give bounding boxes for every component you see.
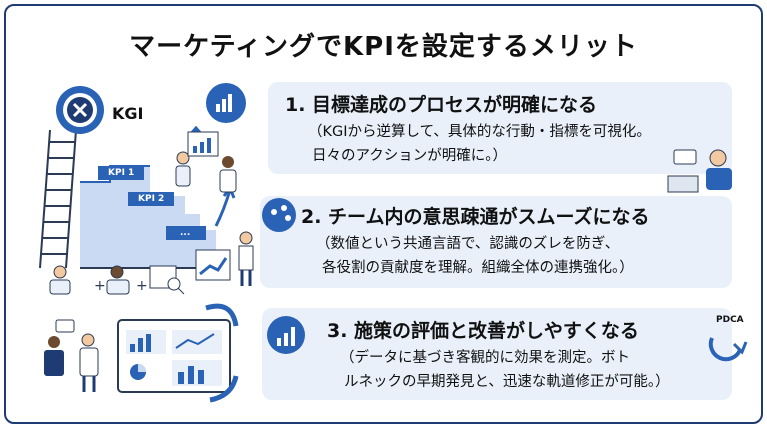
benefit-panel-3 [262,308,732,400]
kgi-label: KGI [112,104,144,123]
ladder-icon [39,129,77,269]
benefit-desc-2-line1: （数値という共通言語で、認識のズレを防ぎ、 [316,236,620,252]
benefit-desc-2-line2: 各役割の貢献度を理解。組織全体の連携強化。） [322,260,634,276]
benefit-panel-2 [260,196,732,288]
benefit-desc-3-line1: （データに基づき客観的に効果を測定。ボト [340,350,630,366]
benefit-title-1: 1. 目標達成のプロセスが明確になる [285,94,598,116]
benefit-title-3: 3. 施策の評価と改善がしやすくなる [327,320,639,342]
cycle-arrow-icon [205,303,239,327]
benefit-desc-3-line2: ルネックの早期発見と、迅速な軌道修正が可能。） [344,374,670,390]
benefit-title-2: 2. チーム内の意思疎通がスムーズになる [301,206,650,228]
kpi-2-tag: KPI 2 [138,194,165,204]
chart-board-icon [187,131,219,157]
kpi-more-tag: ... [180,228,191,238]
kpi-1-tag: KPI 1 [108,168,135,178]
svg-text:+: + [136,278,148,294]
team-badge-icon [262,198,296,232]
discussion-icon [44,319,99,392]
kgi-target-icon [56,86,104,134]
benefit-panel-1 [268,82,732,174]
benefit-desc-1-line1: （KGIから逆算して、具体的な行動・指標を可視化。 [308,124,651,140]
person-icon [175,151,237,193]
svg-text:+: + [94,278,106,294]
benefit-desc-1-line2: 日々のアクションが明確に。） [312,148,508,164]
team-badge-glyph [271,205,291,221]
team-members-icon: + + [49,265,185,295]
chart-bubble-icon [206,83,246,123]
dashboard-icon [117,319,231,393]
cycle-arrow-icon-2 [209,375,239,403]
up-arrow-icon-2 [214,184,236,227]
pdca-cycle-icon [708,337,748,362]
laptop-worker-icon [667,149,732,193]
presenter-icon [195,231,254,286]
kpi-stairs-icon [80,165,216,269]
page-title: マーケティングでKPIを設定するメリット [129,32,638,62]
chart-badge-glyph [277,327,295,346]
pdca-label: PDCA [716,315,744,325]
